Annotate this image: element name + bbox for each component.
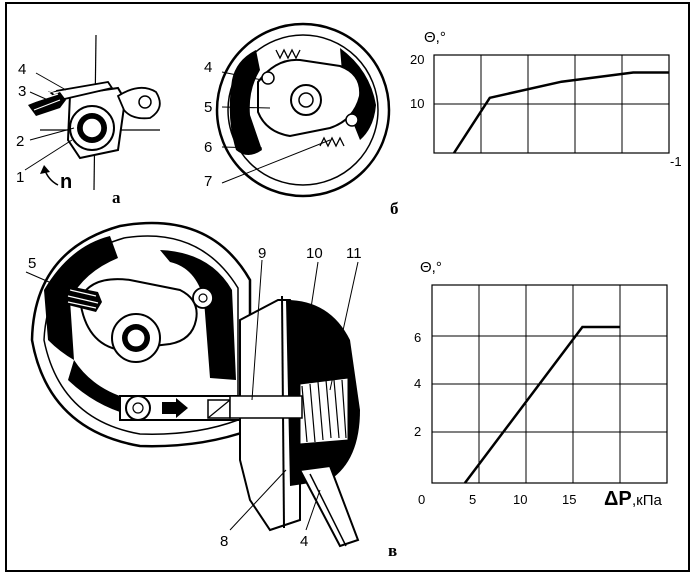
label-b-7: 7 [204,173,212,190]
chart2-xtick-5: 5 [469,492,476,507]
chart2-grid [432,285,667,483]
governor-plate-drawing [215,22,391,198]
label-c-8: 8 [220,533,228,550]
chart-vacuum: Θ,° 6 4 2 0 5 10 15 ΔP ,кПа [414,259,668,510]
label-a-2: 2 [16,133,24,150]
label-c-5: 5 [28,255,36,272]
chart2-series-line [463,325,620,484]
chart1-grid [434,55,669,153]
chart2-ytick-2: 2 [414,424,421,439]
label-c-9: 9 [258,245,266,262]
chart1-series-line [452,71,669,154]
label-c-4: 4 [300,533,308,550]
chart2-xlabel: ΔP [604,488,632,510]
label-b-6: 6 [204,139,212,156]
chart1-ytick-10: 10 [410,96,424,111]
panel-label-b: б [390,199,399,218]
chart2-ytick-4: 4 [414,376,421,391]
chart1-ytick-20: 20 [410,52,424,67]
label-b-4: 4 [204,59,212,76]
panel-label-c: в [388,541,397,560]
chart2-ytick-6: 6 [414,330,421,345]
label-c-11: 11 [346,245,362,262]
chart2-xtick-0: 0 [418,492,425,507]
figure-border [5,2,690,572]
label-a-4: 4 [18,61,26,78]
chart2-xtick-15: 15 [562,492,576,507]
label-a-1: 1 [16,169,24,186]
panel-label-a: а [112,188,121,207]
label-c-10: 10 [306,245,323,262]
chart2-ylabel: Θ,° [420,259,442,276]
chart1-xtick-right: -1 [670,154,682,169]
centrifugal-regulator-drawing [24,34,161,191]
label-b-5: 5 [204,99,212,116]
chart-centrifugal: Θ,° 20 10 -1 [410,29,682,169]
chart2-xtick-10: 10 [513,492,527,507]
chart2-xunit: ,кПа [632,492,663,509]
vacuum-regulator-drawing [25,221,360,548]
chart1-ylabel: Θ,° [424,29,446,46]
label-a-3: 3 [18,83,26,100]
rotation-label-n: n [60,171,72,193]
